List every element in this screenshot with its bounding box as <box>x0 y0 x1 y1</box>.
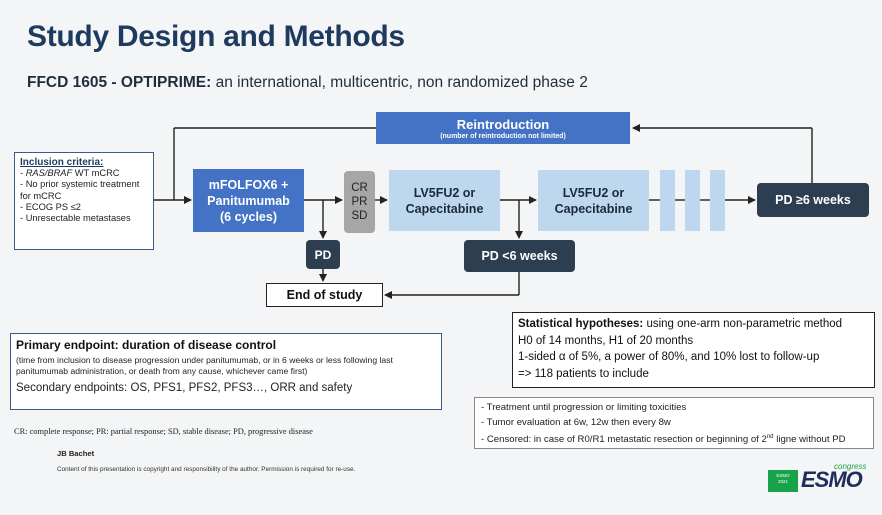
note-line: - Treatment until progression or limitin… <box>481 402 687 413</box>
inclusion-item: - Unresectable metastases <box>20 213 131 224</box>
slide-title: Study Design and Methods <box>27 20 405 53</box>
primary-endpoint-heading: Primary endpoint: duration of disease co… <box>16 338 277 352</box>
copyright-notice: Content of this presentation is copyrigh… <box>57 466 356 473</box>
esmo-badge-logo: ESMO 2021 <box>768 470 798 492</box>
study-code: FFCD 1605 - OPTIPRIME: <box>27 74 212 91</box>
study-description: an international, multicentric, non rand… <box>211 74 588 91</box>
maintenance-box-1: LV5FU2 or Capecitabine <box>389 170 500 231</box>
inclusion-item: - No prior systemic treatment for mCRC <box>20 179 140 201</box>
reintroduction-note: (number of reintroduction not limited) <box>440 132 566 140</box>
esmo-logo: ESMO <box>801 467 863 492</box>
end-of-study-box: End of study <box>266 283 383 307</box>
pd-box: PD <box>306 240 340 269</box>
abbreviations-footnote: CR: complete response; PR: partial respo… <box>14 427 313 436</box>
statistical-hypotheses-box: Statistical hypotheses: using one-arm no… <box>512 312 875 388</box>
author-name: JB Bachet <box>57 449 95 458</box>
statistical-heading: Statistical hypotheses: <box>518 318 644 330</box>
inclusion-heading: Inclusion criteria: <box>20 157 104 168</box>
reintroduction-label: Reintroduction <box>456 116 550 132</box>
reintroduction-box: Reintroduction (number of reintroduction… <box>376 112 630 144</box>
primary-endpoint-detail: (time from inclusion to disease progress… <box>16 355 393 376</box>
pd-lt6-weeks-box: PD <6 weeks <box>464 240 575 272</box>
continuation-bar <box>685 170 700 231</box>
response-box: CR PR SD <box>344 171 375 233</box>
statistical-line: => 118 patients to include <box>518 367 649 380</box>
inclusion-criteria-box: Inclusion criteria: - RAS/BRAF WT mCRC -… <box>14 152 154 250</box>
primary-endpoint-box: Primary endpoint: duration of disease co… <box>10 333 442 410</box>
note-line: - Tumor evaluation at 6w, 12w then every… <box>481 416 671 428</box>
statistical-line: 1-sided α of 5%, a power of 80%, and 10%… <box>518 351 820 363</box>
treatment-notes-box: - Treatment until progression or limitin… <box>474 397 874 449</box>
inclusion-item: - ECOG PS ≤2 <box>20 201 81 212</box>
esmo-congress-label: congress <box>834 462 867 471</box>
induction-treatment-box: mFOLFOX6 + Panitumumab (6 cycles) <box>193 169 304 232</box>
maintenance-box-2: LV5FU2 or Capecitabine <box>538 170 649 231</box>
pd-ge6-weeks-box: PD ≥6 weeks <box>757 183 869 217</box>
slide-subtitle: FFCD 1605 - OPTIPRIME: an international,… <box>27 74 588 92</box>
note-line: - Censored: in case of R0/R1 metastatic … <box>481 434 846 446</box>
secondary-endpoints: Secondary endpoints: OS, PFS1, PFS2, PFS… <box>16 382 353 394</box>
statistical-line: H0 of 14 months, H1 of 20 months <box>518 334 694 347</box>
continuation-bar <box>660 170 675 231</box>
continuation-bar <box>710 170 725 231</box>
inclusion-item: - RAS/BRAF WT mCRC <box>20 168 120 179</box>
